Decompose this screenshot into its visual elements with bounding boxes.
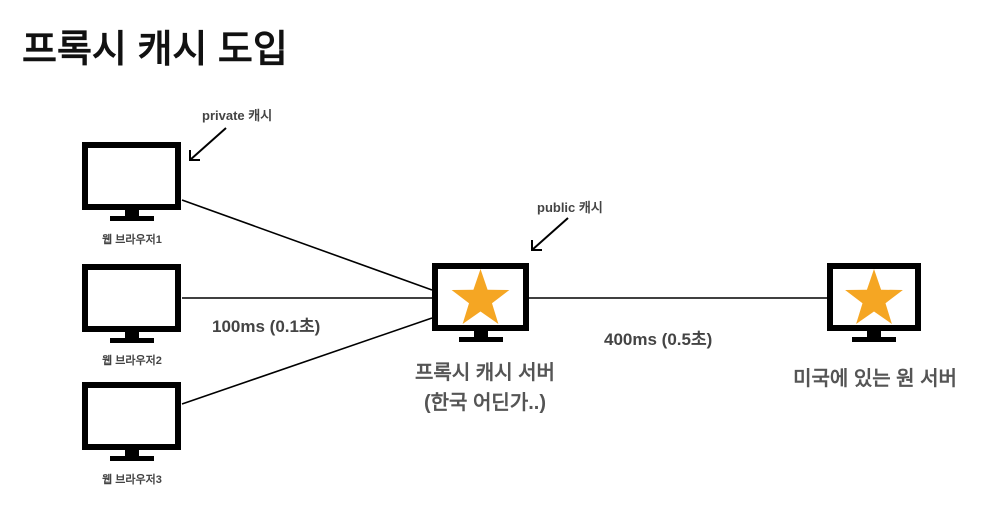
origin-server-star-icon [845, 269, 903, 324]
origin-server-label: 미국에 있는 원 서버 [793, 368, 957, 390]
latency-proxy-origin-label: 400ms (0.5초) [604, 330, 713, 349]
browser3-monitor-icon [82, 382, 181, 461]
browser2-label: 웹 브라우저2 [102, 355, 162, 367]
proxy-server-location-label: (한국 어딘가..) [424, 392, 546, 414]
link-browser1-proxy [181, 199, 433, 291]
page-title: 프록시 캐시 도입 [22, 29, 288, 71]
proxy-server-star-icon [451, 269, 510, 324]
link-browser3-proxy [181, 317, 433, 405]
private-cache-label: private 캐시 [202, 108, 273, 123]
proxy-server-monitor-icon [432, 263, 529, 342]
browser1-monitor-icon [82, 142, 181, 221]
arrow-private-cache [189, 127, 227, 161]
proxy-server-label: 프록시 캐시 서버 [415, 362, 555, 384]
arrow-public-cache [531, 217, 569, 251]
browser2-monitor-icon [82, 264, 181, 343]
browser1-label: 웹 브라우저1 [102, 234, 162, 246]
latency-browser-proxy-label: 100ms (0.1초) [212, 317, 321, 336]
browser3-label: 웹 브라우저3 [102, 474, 162, 486]
public-cache-label: public 캐시 [537, 200, 603, 215]
